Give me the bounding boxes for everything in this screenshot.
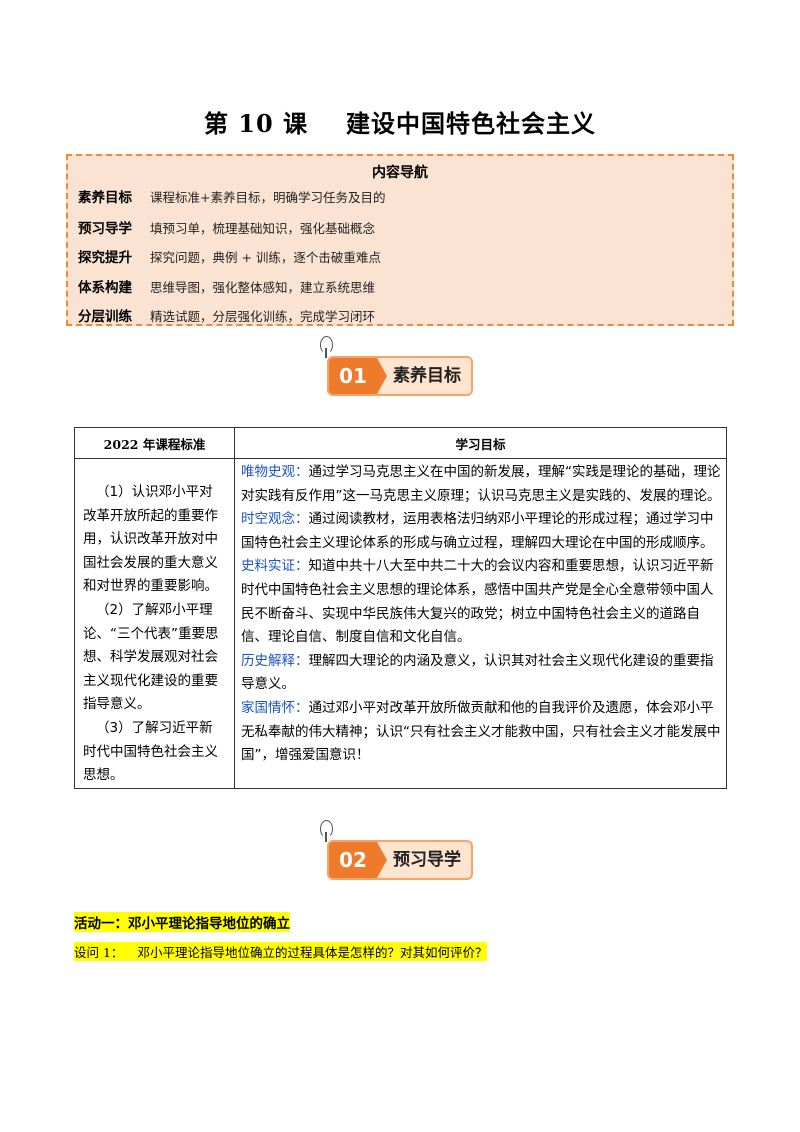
section-label: 预习导学 bbox=[393, 850, 461, 870]
goal-item: 史料实证：知道中共十八大至中共二十大的会议内容和重要思想，认识习近平新时代中国特… bbox=[241, 555, 722, 649]
nav-row: 体系构建 思维导图，强化整体感知，建立系统思维 bbox=[78, 276, 375, 300]
goal-tag: 家国情怀： bbox=[241, 699, 309, 716]
goal-text: 通过学习马克思主义在中国的新发展，理解“实践是理论的基础，理论对实践有反作用”这… bbox=[241, 464, 721, 504]
question-number: 设问 1： bbox=[74, 945, 124, 960]
activity-title: 活动一：邓小平理论指导地位的确立 bbox=[74, 912, 290, 932]
goal-text: 通过邓小平对改革开放所做贡献和他的自我评价及遗愿，体会邓小平无私奉献的伟大精神；… bbox=[241, 699, 721, 764]
goal-item: 时空观念：通过阅读教材，运用表格法归纳邓小平理论的形成过程；通过学习中国特色社会… bbox=[241, 508, 722, 555]
learning-goals-table: 2022 年课程标准 学习目标 （1）认识邓小平对改革开放所起的重要作用，认识改… bbox=[74, 427, 727, 789]
paperclip-icon bbox=[320, 820, 333, 838]
goal-tag: 历史解释： bbox=[241, 652, 309, 669]
nav-value: 探究问题，典例 + 训练，逐个击破重难点 bbox=[150, 250, 381, 265]
nav-value: 思维导图，强化整体感知，建立系统思维 bbox=[150, 280, 376, 295]
nav-value: 课程标准+素养目标，明确学习任务及目的 bbox=[150, 190, 386, 205]
section-badge-preview-guide: 02 预习导学 bbox=[320, 820, 473, 880]
question-text: 邓小平理论指导地位确立的过程具体是怎样的？对其如何评价？ bbox=[137, 945, 488, 960]
section-badge-literacy-goals: 01 素养目标 bbox=[320, 336, 473, 396]
goal-text: 通过阅读教材，运用表格法归纳邓小平理论的形成过程；通过学习中国特色社会主义理论体… bbox=[241, 511, 714, 551]
nav-row: 探究提升 探究问题，典例 + 训练，逐个击破重难点 bbox=[78, 246, 381, 270]
section-number: 02 bbox=[329, 842, 387, 878]
learning-goals-cell: 唯物史观：通过学习马克思主义在中国的新发展，理解“实践是理论的基础，理论对实践有… bbox=[234, 458, 727, 789]
lesson-title: 建设中国特色社会主义 bbox=[346, 109, 597, 138]
nav-heading: 内容导航 bbox=[372, 165, 428, 181]
section-number: 01 bbox=[329, 358, 387, 394]
goal-tag: 唯物史观： bbox=[241, 464, 309, 480]
nav-row: 预习导学 填预习单，梳理基础知识，强化基础概念 bbox=[78, 217, 375, 241]
nav-key: 体系构建 bbox=[78, 280, 132, 296]
col-header-learning-goals: 学习目标 bbox=[234, 427, 727, 459]
goal-text: 知道中共十八大至中共二十大的会议内容和重要思想，认识习近平新时代中国特色社会主义… bbox=[241, 558, 714, 646]
section-label: 素养目标 bbox=[393, 366, 461, 386]
goal-item: 唯物史观：通过学习马克思主义在中国的新发展，理解“实践是理论的基础，理论对实践有… bbox=[241, 461, 722, 508]
nav-row: 分层训练 精选试题，分层强化训练，完成学习闭环 bbox=[78, 305, 375, 329]
paperclip-icon bbox=[320, 336, 333, 354]
question-line: 设问 1： 邓小平理论指导地位确立的过程具体是怎样的？对其如何评价？ bbox=[74, 942, 488, 961]
col-header-curriculum-standard: 2022 年课程标准 bbox=[74, 427, 235, 459]
standard-item: （2）了解邓小平理论、“三个代表”重要思想、科学发展观对社会主义现代化建设的重要… bbox=[83, 601, 219, 713]
nav-key: 分层训练 bbox=[78, 309, 132, 325]
nav-value: 精选试题，分层强化训练，完成学习闭环 bbox=[150, 309, 376, 324]
standard-item: （3）了解习近平新时代中国特色社会主义思想。 bbox=[83, 719, 218, 784]
nav-value: 填预习单，梳理基础知识，强化基础概念 bbox=[150, 221, 376, 236]
nav-key: 探究提升 bbox=[78, 250, 132, 266]
nav-key: 预习导学 bbox=[78, 221, 132, 237]
goal-item: 历史解释：理解四大理论的内涵及意义，认识其对社会主义现代化建设的重要指导意义。 bbox=[241, 650, 722, 697]
goal-text: 理解四大理论的内涵及意义，认识其对社会主义现代化建设的重要指导意义。 bbox=[241, 652, 714, 693]
curriculum-standards-cell: （1）认识邓小平对改革开放所起的重要作用，认识改革开放对中国社会发展的重大意义和… bbox=[74, 458, 235, 789]
goal-tag: 史料实证： bbox=[241, 558, 309, 575]
standard-item: （1）认识邓小平对改革开放所起的重要作用，认识改革开放对中国社会发展的重大意义和… bbox=[83, 484, 218, 595]
nav-row: 素养目标 课程标准+素养目标，明确学习任务及目的 bbox=[78, 186, 385, 210]
goal-item: 家国情怀：通过邓小平对改革开放所做贡献和他的自我评价及遗愿，体会邓小平无私奉献的… bbox=[241, 697, 722, 768]
nav-key: 素养目标 bbox=[78, 190, 132, 206]
page-title: 第 10 课 建设中国特色社会主义 bbox=[0, 104, 800, 139]
goal-tag: 时空观念： bbox=[241, 511, 309, 528]
lesson-number: 第 10 课 bbox=[203, 109, 309, 138]
content-navigation-box: 内容导航 素养目标 课程标准+素养目标，明确学习任务及目的 预习导学 填预习单，梳理… bbox=[66, 154, 734, 326]
